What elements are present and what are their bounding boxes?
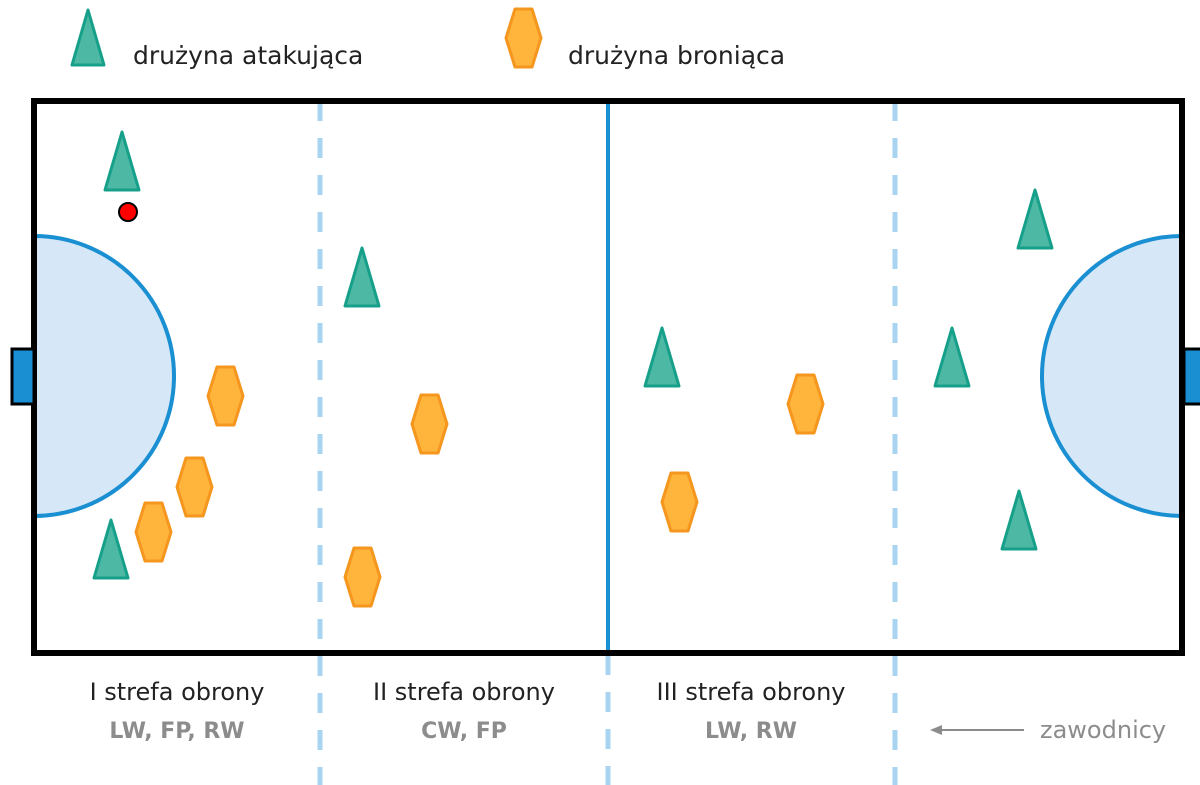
defender-icon <box>134 501 173 563</box>
defender-icon <box>410 393 449 455</box>
players-note-label: zawodnicy <box>1040 716 1166 744</box>
attacker-icon <box>343 246 381 308</box>
arrow-head <box>930 725 942 735</box>
defender-icon <box>660 471 699 533</box>
legend-defender-icon <box>504 7 543 69</box>
legend: drużyna atakująca drużyna broniąca <box>70 7 785 70</box>
right-goal <box>1182 347 1200 406</box>
zone-label-2: II strefa obrony CW, FP <box>373 678 555 744</box>
attacker-icon <box>1016 188 1054 250</box>
defender-icon <box>343 546 382 608</box>
attacker-icon <box>933 326 971 388</box>
left-goal-area <box>32 233 176 519</box>
attacking-team <box>92 130 1054 580</box>
legend-attacker-icon <box>70 8 106 67</box>
zone-title: III strefa obrony <box>656 678 845 706</box>
attacker-icon <box>643 326 681 388</box>
zone-label-3: III strefa obrony LW, RW <box>656 678 845 744</box>
zone-label-1: I strefa obrony LW, FP, RW <box>90 678 265 744</box>
legend-defending-label: drużyna broniąca <box>568 41 785 70</box>
attacker-icon <box>92 518 130 580</box>
defender-icon <box>175 456 214 518</box>
ball-icon <box>118 202 138 222</box>
zone-players: CW, FP <box>421 719 507 744</box>
defender-icon <box>786 373 825 435</box>
defender-icon <box>206 365 245 427</box>
legend-attacking-label: drużyna atakująca <box>133 41 363 70</box>
zone-players: LW, FP, RW <box>109 719 244 744</box>
zone-players: LW, RW <box>705 719 797 744</box>
zone-title: I strefa obrony <box>90 678 265 706</box>
attacker-icon <box>103 130 141 192</box>
attacker-icon <box>1000 489 1038 551</box>
zone-title: II strefa obrony <box>373 678 555 706</box>
right-goal-area <box>1040 233 1184 519</box>
players-note: zawodnicy <box>930 716 1166 744</box>
left-goal <box>10 347 36 406</box>
defending-team <box>134 365 825 608</box>
